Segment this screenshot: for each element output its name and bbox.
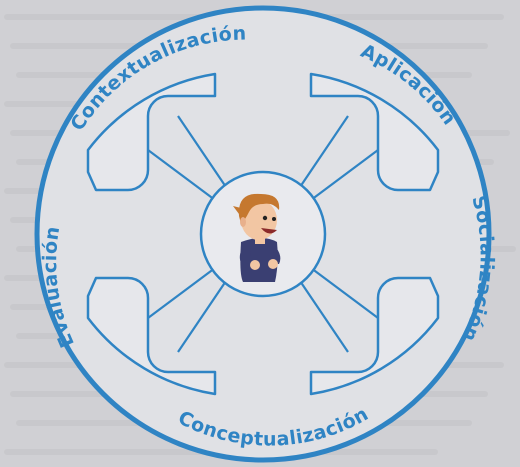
panel-bottom-left	[86, 276, 217, 396]
spokes	[147, 115, 379, 353]
panel-top-left	[86, 72, 217, 192]
panel-top-right	[309, 72, 440, 192]
boy-character-icon	[233, 193, 281, 282]
panel-bottom-right	[309, 276, 440, 396]
curved-panels	[86, 72, 440, 396]
